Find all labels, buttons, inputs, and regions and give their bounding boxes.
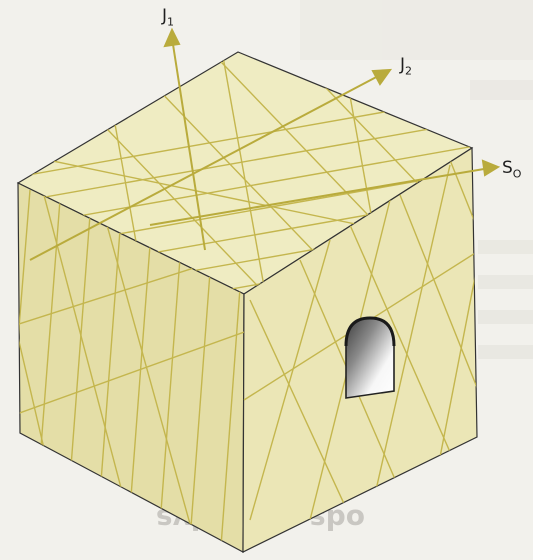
label-s0-sub: O [513, 167, 522, 180]
tunnel-opening [346, 318, 394, 398]
label-s0-main: S [502, 158, 513, 178]
label-j2-sub: 2 [405, 64, 412, 77]
label-j2: J2 [400, 55, 412, 77]
label-j1: J1 [162, 6, 174, 28]
label-s0: SO [502, 158, 521, 180]
label-j1-sub: 1 [167, 15, 174, 28]
